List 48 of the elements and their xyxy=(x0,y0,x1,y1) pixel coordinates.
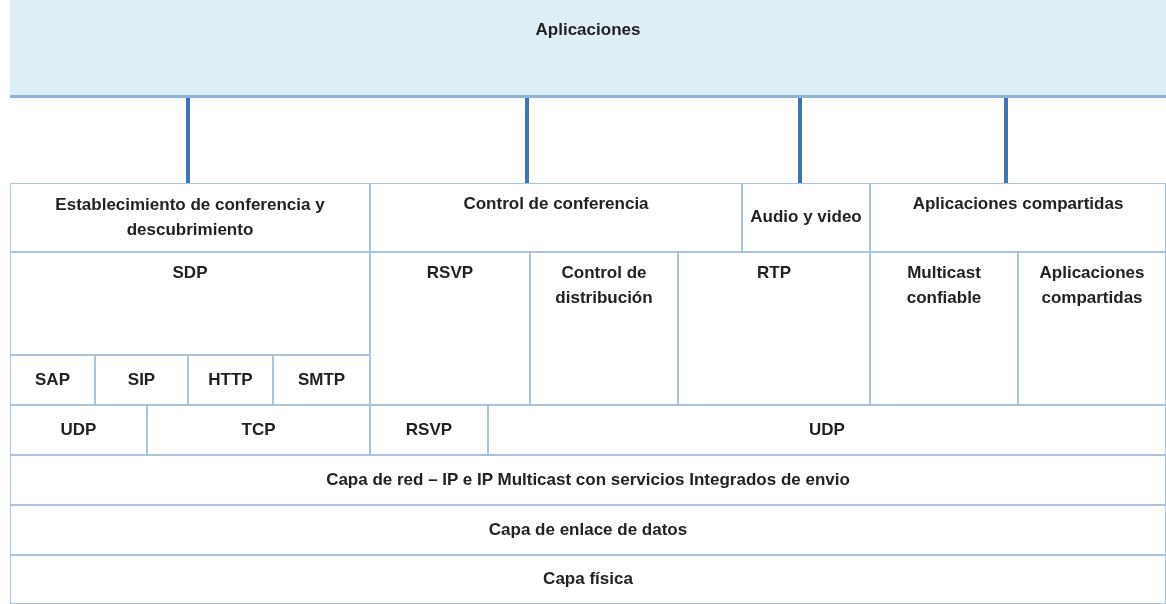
cell-label: Aplicaciones compartidas xyxy=(912,193,1124,215)
cell-label: HTTP xyxy=(208,368,253,391)
cell-label: RSVP xyxy=(426,262,474,284)
cell-label: Audio y video xyxy=(750,206,862,229)
cell-label: RSVP xyxy=(405,418,453,441)
cell-label: UDP xyxy=(60,418,97,441)
protocol-cell xyxy=(678,252,870,405)
protocol-cell xyxy=(10,455,1166,505)
protocol-cell xyxy=(10,355,95,405)
protocol-cell xyxy=(95,355,188,405)
cell-label: Multicast confiable xyxy=(905,262,983,309)
cell-label: Establecimiento de conferencia y descubrimiento xyxy=(54,193,326,241)
protocol-cell xyxy=(10,555,1166,604)
cell-label: RTP xyxy=(757,262,791,284)
cell-label: Capa física xyxy=(543,568,633,591)
layer-band xyxy=(10,0,1166,98)
cell-label: Capa de red – IP e IP Multicast con servicios Integrados de envio xyxy=(326,468,850,491)
protocol-cell xyxy=(530,252,678,405)
protocol-cell xyxy=(10,505,1166,555)
cell-label: SMTP xyxy=(297,368,346,391)
protocol-cell xyxy=(10,405,147,455)
cell-label: UDP xyxy=(809,418,845,441)
protocol-cell xyxy=(870,252,1018,405)
connector-line xyxy=(1004,96,1008,185)
cell-label: Aplicaciones compartidas xyxy=(1038,262,1146,309)
cell-label: SAP xyxy=(35,368,70,391)
layer-header-cell xyxy=(870,183,1166,252)
cell-label: Control de conferencia xyxy=(463,193,649,215)
protocol-cell xyxy=(147,405,370,455)
protocol-cell xyxy=(488,405,1166,455)
connector-line xyxy=(525,96,529,185)
cell-label: SIP xyxy=(127,368,156,391)
protocol-cell xyxy=(1018,252,1166,405)
protocol-cell xyxy=(370,252,530,405)
protocol-cell xyxy=(370,405,488,455)
protocol-cell xyxy=(188,355,273,405)
layer-header-cell xyxy=(742,183,870,252)
cell-label: TCP xyxy=(241,418,276,441)
protocol-cell xyxy=(273,355,370,405)
protocol-cell xyxy=(10,252,370,355)
cell-label: Capa de enlace de datos xyxy=(488,518,688,541)
cell-label: Control de distribución xyxy=(554,262,654,309)
connector-line xyxy=(186,96,190,185)
layer-header-cell xyxy=(10,183,370,252)
connector-line xyxy=(798,96,802,185)
cell-label: Aplicaciones xyxy=(535,19,641,41)
layer-header-cell xyxy=(370,183,742,252)
cell-label: SDP xyxy=(172,262,208,284)
